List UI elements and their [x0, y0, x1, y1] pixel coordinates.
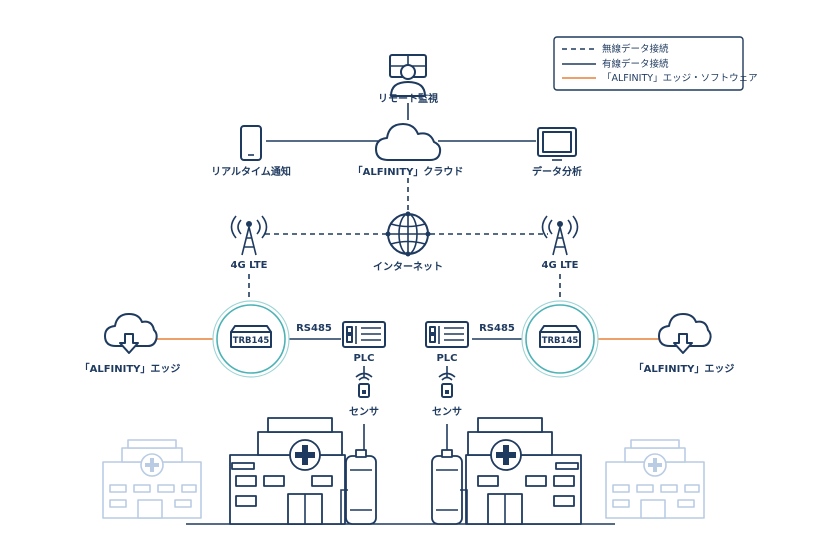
legend-edge-label: 「ALFINITY」エッジ・ソフトウェア — [602, 73, 758, 84]
router-left-label: TRB145 — [233, 336, 270, 346]
edge-left-node: 「ALFINITY」エッジ — [80, 313, 181, 375]
legend: 無線データ接続 有線データ接続 「ALFINITY」エッジ・ソフトウェア — [553, 36, 758, 91]
rs485-left-label: RS485 — [296, 323, 332, 334]
cloud-download-icon — [658, 313, 712, 354]
lte-right-node: 4G LTE — [541, 215, 579, 271]
smartphone-icon — [240, 125, 262, 161]
lte-left-node: 4G LTE — [230, 215, 268, 271]
data-analysis-label: データ分析 — [532, 165, 582, 178]
cell-tower-icon — [541, 215, 579, 256]
sensor-left-label: センサ — [349, 406, 379, 418]
edge-right-node: 「ALFINITY」エッジ — [634, 313, 735, 375]
cloud-node: 「ALFINITY」クラウド — [353, 123, 464, 178]
cloud-label: 「ALFINITY」クラウド — [353, 165, 464, 178]
wireless-sensor-icon — [355, 372, 373, 398]
edge-left-label: 「ALFINITY」エッジ — [80, 362, 181, 375]
cell-tower-icon — [230, 215, 268, 256]
remote-monitoring-node: リモート監視 — [378, 54, 438, 105]
internet-label: インターネット — [373, 261, 443, 273]
plc-left-label: PLC — [353, 353, 374, 364]
realtime-notification-label: リアルタイム通知 — [211, 165, 291, 178]
plc-left-node: PLC — [342, 321, 386, 364]
hospital-building-icon — [431, 417, 582, 525]
hospital-building-icon — [102, 439, 202, 519]
hospital-building-left — [229, 417, 377, 525]
internet-node: インターネット — [373, 211, 443, 273]
sensor-left-node: センサ — [349, 372, 379, 418]
plc-right-label: PLC — [436, 353, 457, 364]
connections — [150, 103, 663, 452]
data-analysis-node: データ分析 — [532, 127, 582, 178]
plc-panel-icon — [425, 321, 469, 348]
plc-right-node: PLC — [425, 321, 469, 364]
cloud-download-icon — [104, 313, 158, 354]
router-right-label: TRB145 — [542, 336, 579, 346]
sensor-right-node: センサ — [432, 372, 462, 418]
realtime-notification-node: リアルタイム通知 — [211, 125, 291, 178]
remote-monitoring-label: リモート監視 — [378, 92, 438, 105]
cloud-icon — [375, 123, 442, 161]
router-right-node: TRB145 — [521, 300, 599, 378]
legend-wireless-label: 無線データ接続 — [602, 43, 669, 55]
lte-left-label: 4G LTE — [230, 260, 267, 271]
tablet-icon — [537, 127, 577, 161]
router-icon — [539, 325, 581, 348]
plc-panel-icon — [342, 321, 386, 348]
lte-right-label: 4G LTE — [541, 260, 578, 271]
hospital-building-right — [431, 417, 582, 525]
operator-monitor-icon — [389, 54, 427, 97]
router-icon — [230, 325, 272, 348]
sensor-right-label: センサ — [432, 406, 462, 418]
edge-right-label: 「ALFINITY」エッジ — [634, 362, 735, 375]
rs485-right-label: RS485 — [479, 323, 515, 334]
legend-wired-label: 有線データ接続 — [602, 58, 669, 70]
globe-icon — [385, 211, 431, 257]
wireless-sensor-icon — [438, 372, 456, 398]
hospital-building-icon — [605, 439, 705, 519]
router-left-node: TRB145 — [212, 300, 290, 378]
hospital-building-icon — [229, 417, 377, 525]
